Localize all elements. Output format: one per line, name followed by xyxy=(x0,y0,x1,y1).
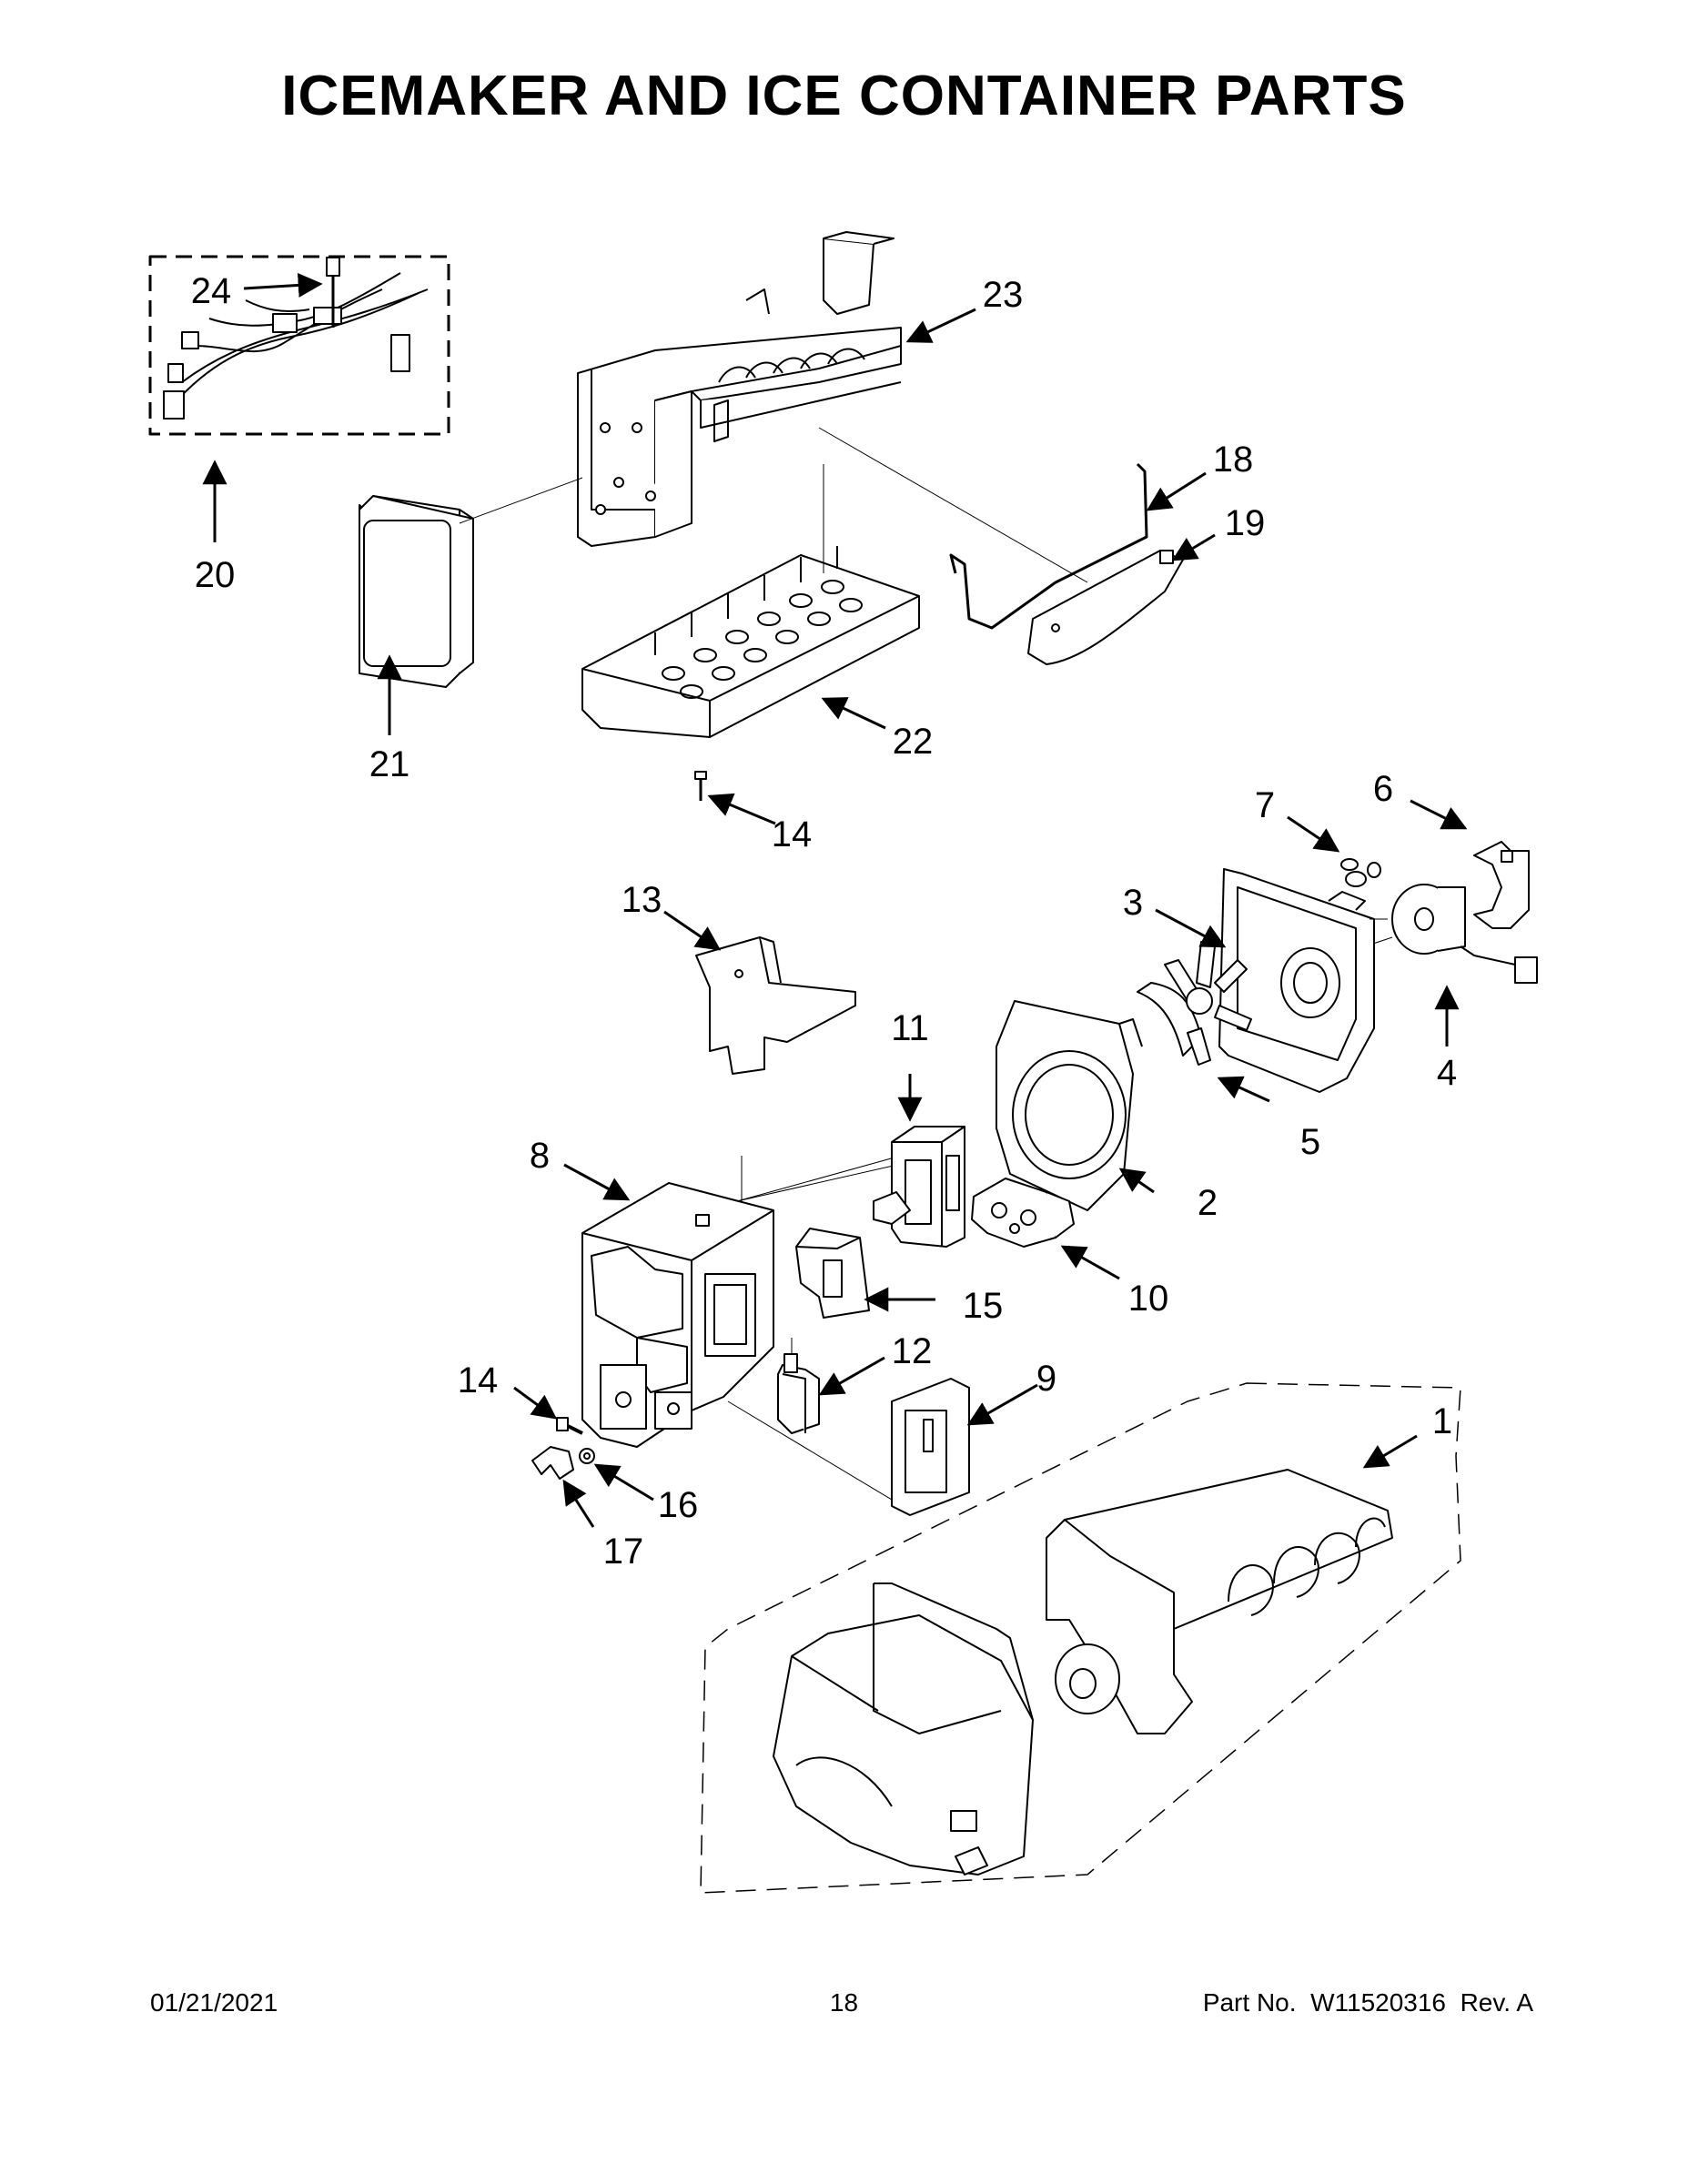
wire-harness-group xyxy=(148,255,450,436)
callout-21: 21 xyxy=(369,744,410,784)
part-number-value: W11520316 xyxy=(1310,1988,1447,2017)
callout-4: 4 xyxy=(1437,1053,1457,1093)
dispenser-housing xyxy=(581,1182,774,1448)
callout-20: 20 xyxy=(195,555,236,595)
ice-bucket-front xyxy=(773,1614,1034,1876)
footer-date: 01/21/2021 xyxy=(150,1988,278,2017)
callout-9: 9 xyxy=(1036,1359,1056,1399)
ice-container-dashed-outline xyxy=(700,1382,1461,1894)
icemaker-cover xyxy=(359,495,474,688)
ice-auger-bin xyxy=(1046,1469,1393,1734)
motor-grommets xyxy=(1340,858,1381,887)
arrow-6 xyxy=(1410,799,1468,830)
callout-11: 11 xyxy=(891,1008,929,1048)
housing-screw xyxy=(556,1417,583,1435)
fan-motor xyxy=(1370,884,1538,984)
fan-housing xyxy=(1218,868,1375,1093)
callout-8: 8 xyxy=(530,1136,550,1176)
footer-page-number: 18 xyxy=(829,1988,859,2017)
bail-arm xyxy=(949,462,1148,630)
shutoff-flap xyxy=(1027,550,1184,665)
callout-labels: 1 2 3 4 5 6 7 8 9 10 11 12 13 14 14 15 1… xyxy=(191,271,1457,1572)
arrow-19 xyxy=(1171,533,1216,561)
callout-22: 22 xyxy=(893,722,934,762)
arrow-13 xyxy=(663,910,722,951)
washer xyxy=(579,1448,595,1464)
callout-13: 13 xyxy=(622,880,662,920)
arrow-12 xyxy=(818,1356,885,1396)
arrow-23 xyxy=(905,308,976,343)
arrow-10 xyxy=(1060,1245,1120,1280)
arrow-7 xyxy=(1287,815,1340,853)
callout-12: 12 xyxy=(892,1331,933,1371)
callout-14-top: 14 xyxy=(772,814,813,854)
callout-24: 24 xyxy=(191,271,232,311)
callout-17: 17 xyxy=(603,1532,644,1572)
arrow-18 xyxy=(1146,471,1207,511)
fan-blade xyxy=(1137,941,1252,1066)
callout-3: 3 xyxy=(1123,883,1143,923)
arrow-1 xyxy=(1362,1434,1418,1469)
retaining-clip xyxy=(531,1446,574,1480)
part-label: Part No. xyxy=(1202,1988,1297,2017)
solenoid-housing xyxy=(873,1126,965,1248)
footer-part-number: Part No. W11520316 Rev. A xyxy=(1203,1988,1533,2017)
cover-plate xyxy=(891,1378,970,1516)
page-title: ICEMAKER AND ICE CONTAINER PARTS xyxy=(281,65,1407,127)
callout-14-lower: 14 xyxy=(458,1360,499,1400)
arrow-24 xyxy=(243,272,323,298)
callout-18: 18 xyxy=(1213,440,1254,480)
solenoid xyxy=(777,1353,820,1434)
icemaker-assembly xyxy=(577,231,902,547)
motor-bracket xyxy=(1473,841,1530,929)
arrow-22 xyxy=(821,697,886,730)
arrow-3 xyxy=(1155,908,1227,948)
callout-15: 15 xyxy=(963,1286,1004,1326)
rev-label: Rev. xyxy=(1460,1988,1511,2017)
arrow-5 xyxy=(1217,1076,1270,1103)
callout-16: 16 xyxy=(658,1485,699,1525)
callout-10: 10 xyxy=(1128,1279,1169,1319)
callout-5: 5 xyxy=(1300,1122,1320,1162)
mounting-bracket xyxy=(795,1228,870,1319)
arrow-2 xyxy=(1118,1168,1155,1194)
arrow-17 xyxy=(562,1479,595,1528)
gear-motor xyxy=(971,1178,1075,1248)
rev-value: A xyxy=(1516,1988,1533,2017)
arrow-14-lower xyxy=(513,1386,558,1420)
callout-2: 2 xyxy=(1198,1183,1218,1223)
callout-1: 1 xyxy=(1432,1401,1452,1441)
callout-19: 19 xyxy=(1225,503,1266,543)
harness-dashed-box xyxy=(148,255,450,436)
ice-container-group xyxy=(700,1382,1461,1894)
ice-chute xyxy=(695,936,856,1075)
auger-coils xyxy=(1228,1517,1386,1616)
wire-harness xyxy=(163,257,429,420)
arrow-8 xyxy=(563,1163,631,1201)
arrow-16 xyxy=(593,1463,654,1502)
ice-mold xyxy=(581,546,920,738)
callout-arrows xyxy=(202,272,1468,1528)
callout-7: 7 xyxy=(1255,785,1275,825)
arrow-9 xyxy=(966,1383,1038,1426)
arrow-14-top xyxy=(707,793,776,825)
callout-23: 23 xyxy=(983,275,1024,315)
assembly-leader-lines xyxy=(459,427,1393,1512)
fan-shroud xyxy=(996,1000,1143,1211)
callout-6: 6 xyxy=(1373,769,1393,809)
mold-screw xyxy=(694,771,707,801)
